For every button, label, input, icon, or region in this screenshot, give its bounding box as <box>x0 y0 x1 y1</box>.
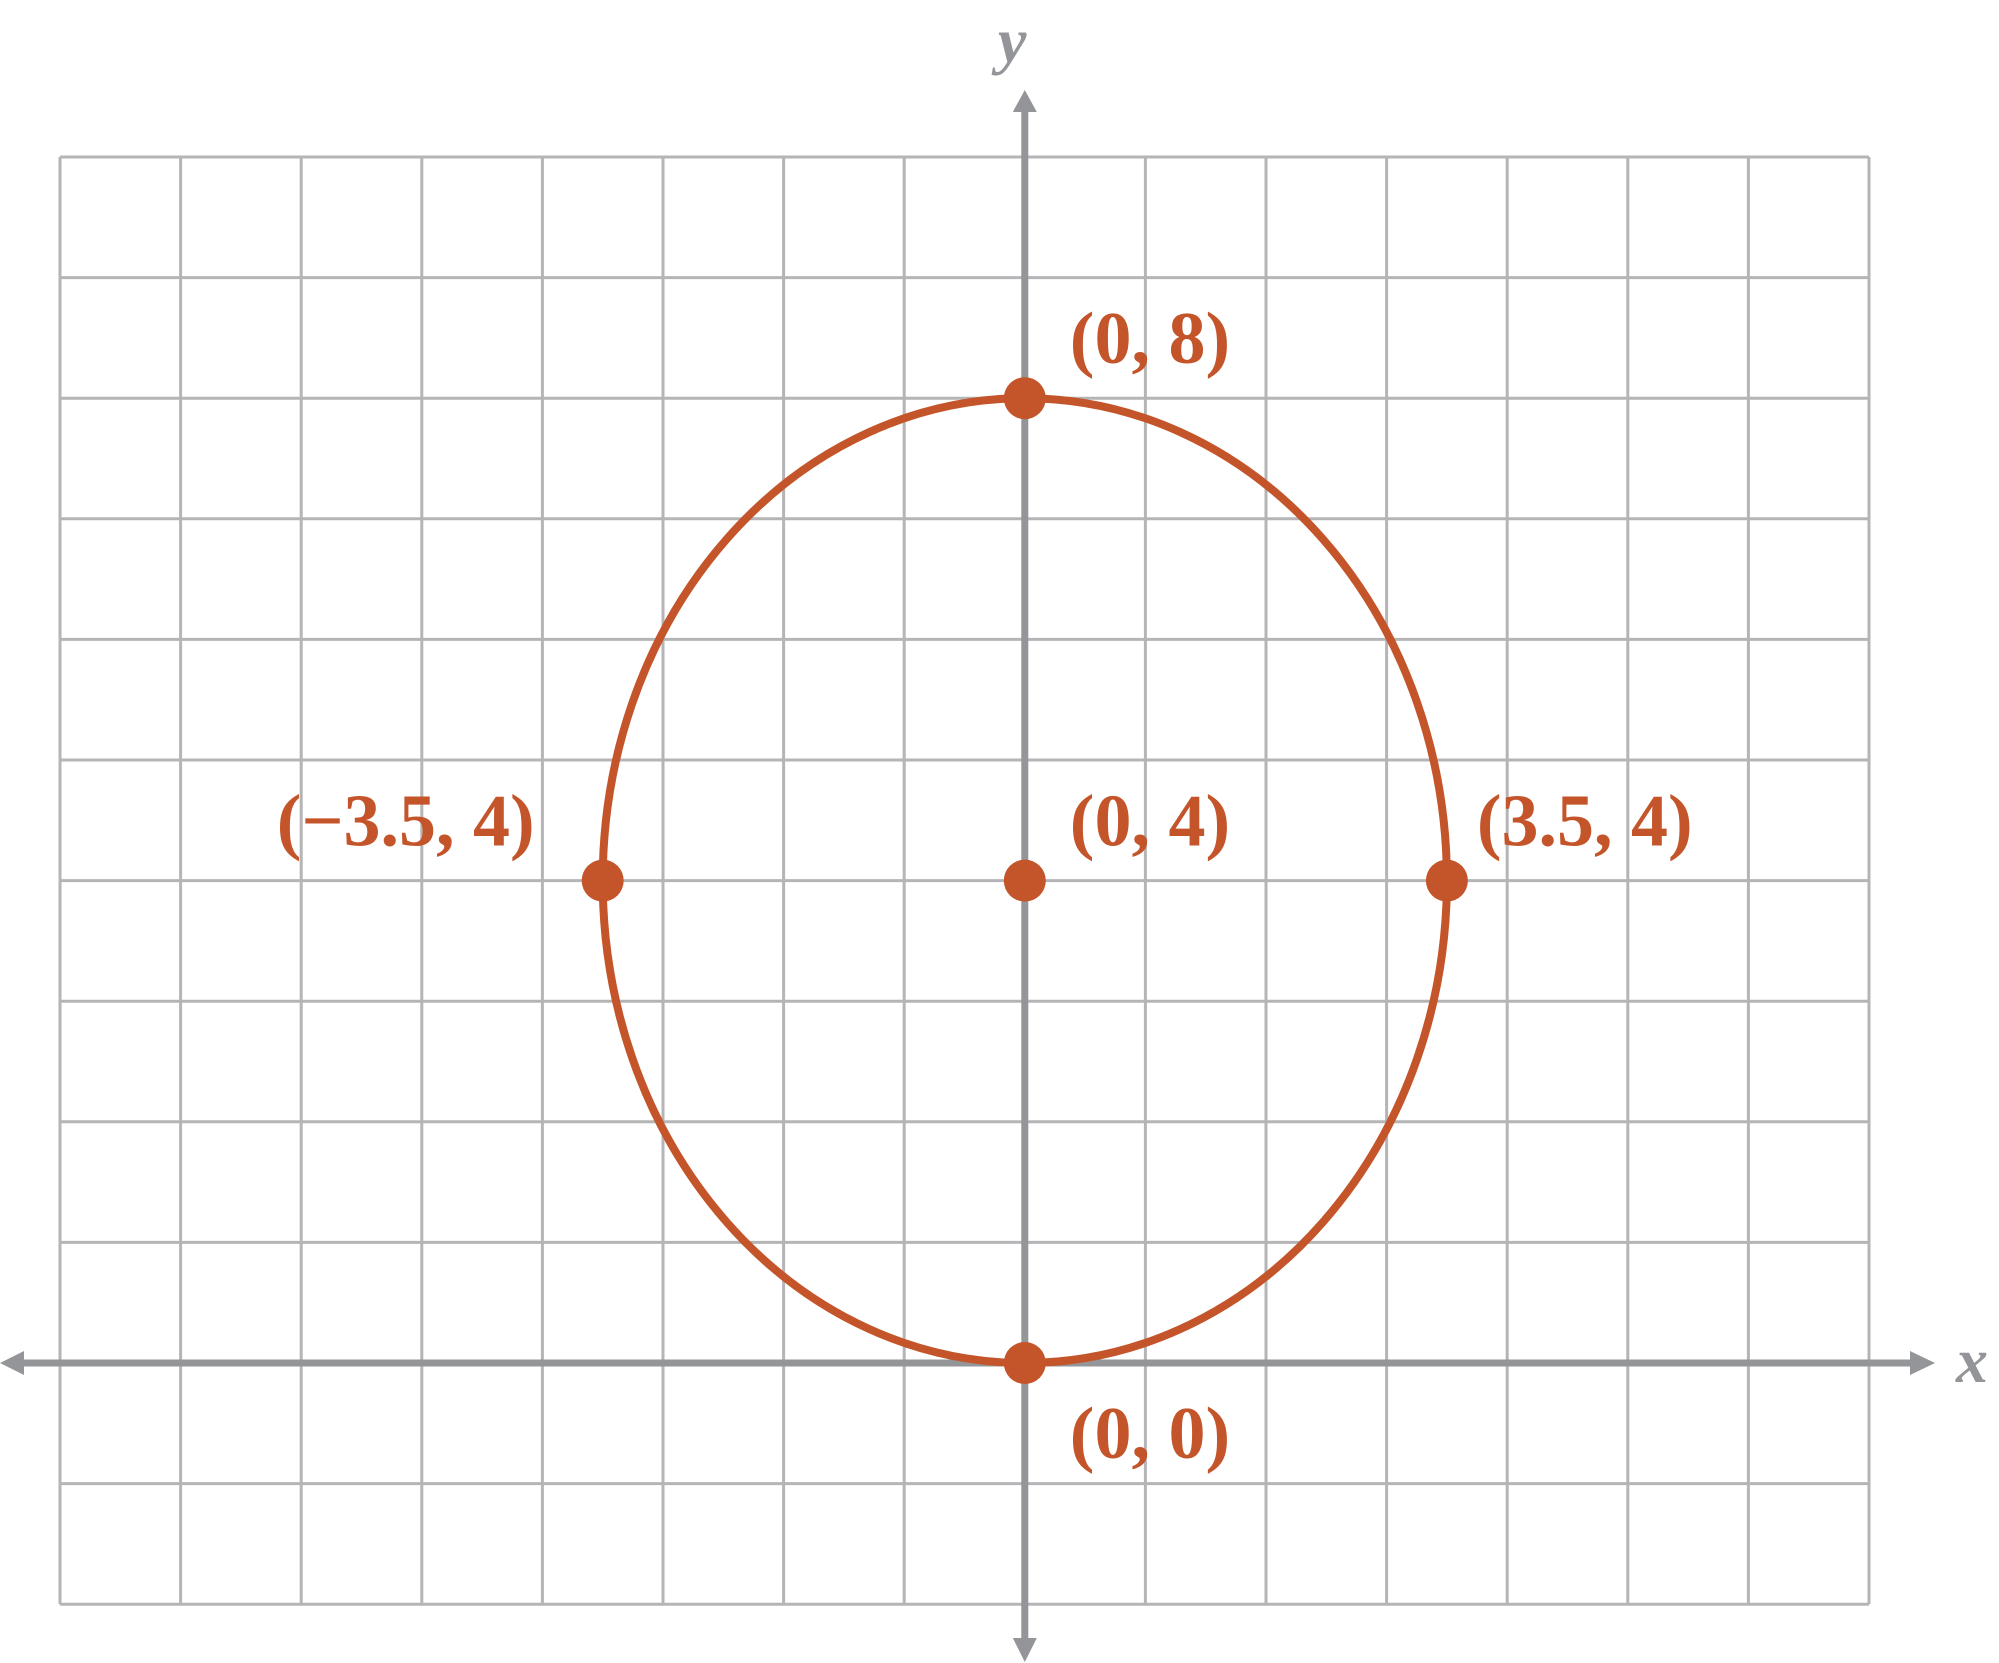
data-point <box>581 859 624 902</box>
x-axis-label: x <box>1955 1325 1988 1396</box>
data-point <box>1003 1342 1046 1384</box>
point-label: (3.5, 4) <box>1477 781 1693 863</box>
point-label: (0, 0) <box>1070 1393 1230 1475</box>
grid <box>58 155 1871 1606</box>
x-axis-arrow-right <box>1910 1351 1935 1375</box>
axes <box>0 90 1935 1662</box>
data-point <box>1425 859 1468 902</box>
x-axis-arrow-left <box>0 1351 24 1375</box>
y-axis-arrow-up <box>1012 90 1037 112</box>
y-axis-label: y <box>991 5 1027 76</box>
data-point <box>1003 859 1046 902</box>
point-label: (0, 8) <box>1070 298 1230 380</box>
point-label: (0, 4) <box>1070 781 1230 863</box>
y-axis-arrow-down <box>1012 1638 1037 1662</box>
data-point <box>1003 377 1046 420</box>
points: (0, 8) (0, 4) (−3.5, 4) (3.5, 4) (0, 0) <box>277 298 1693 1475</box>
point-label: (−3.5, 4) <box>277 781 535 863</box>
